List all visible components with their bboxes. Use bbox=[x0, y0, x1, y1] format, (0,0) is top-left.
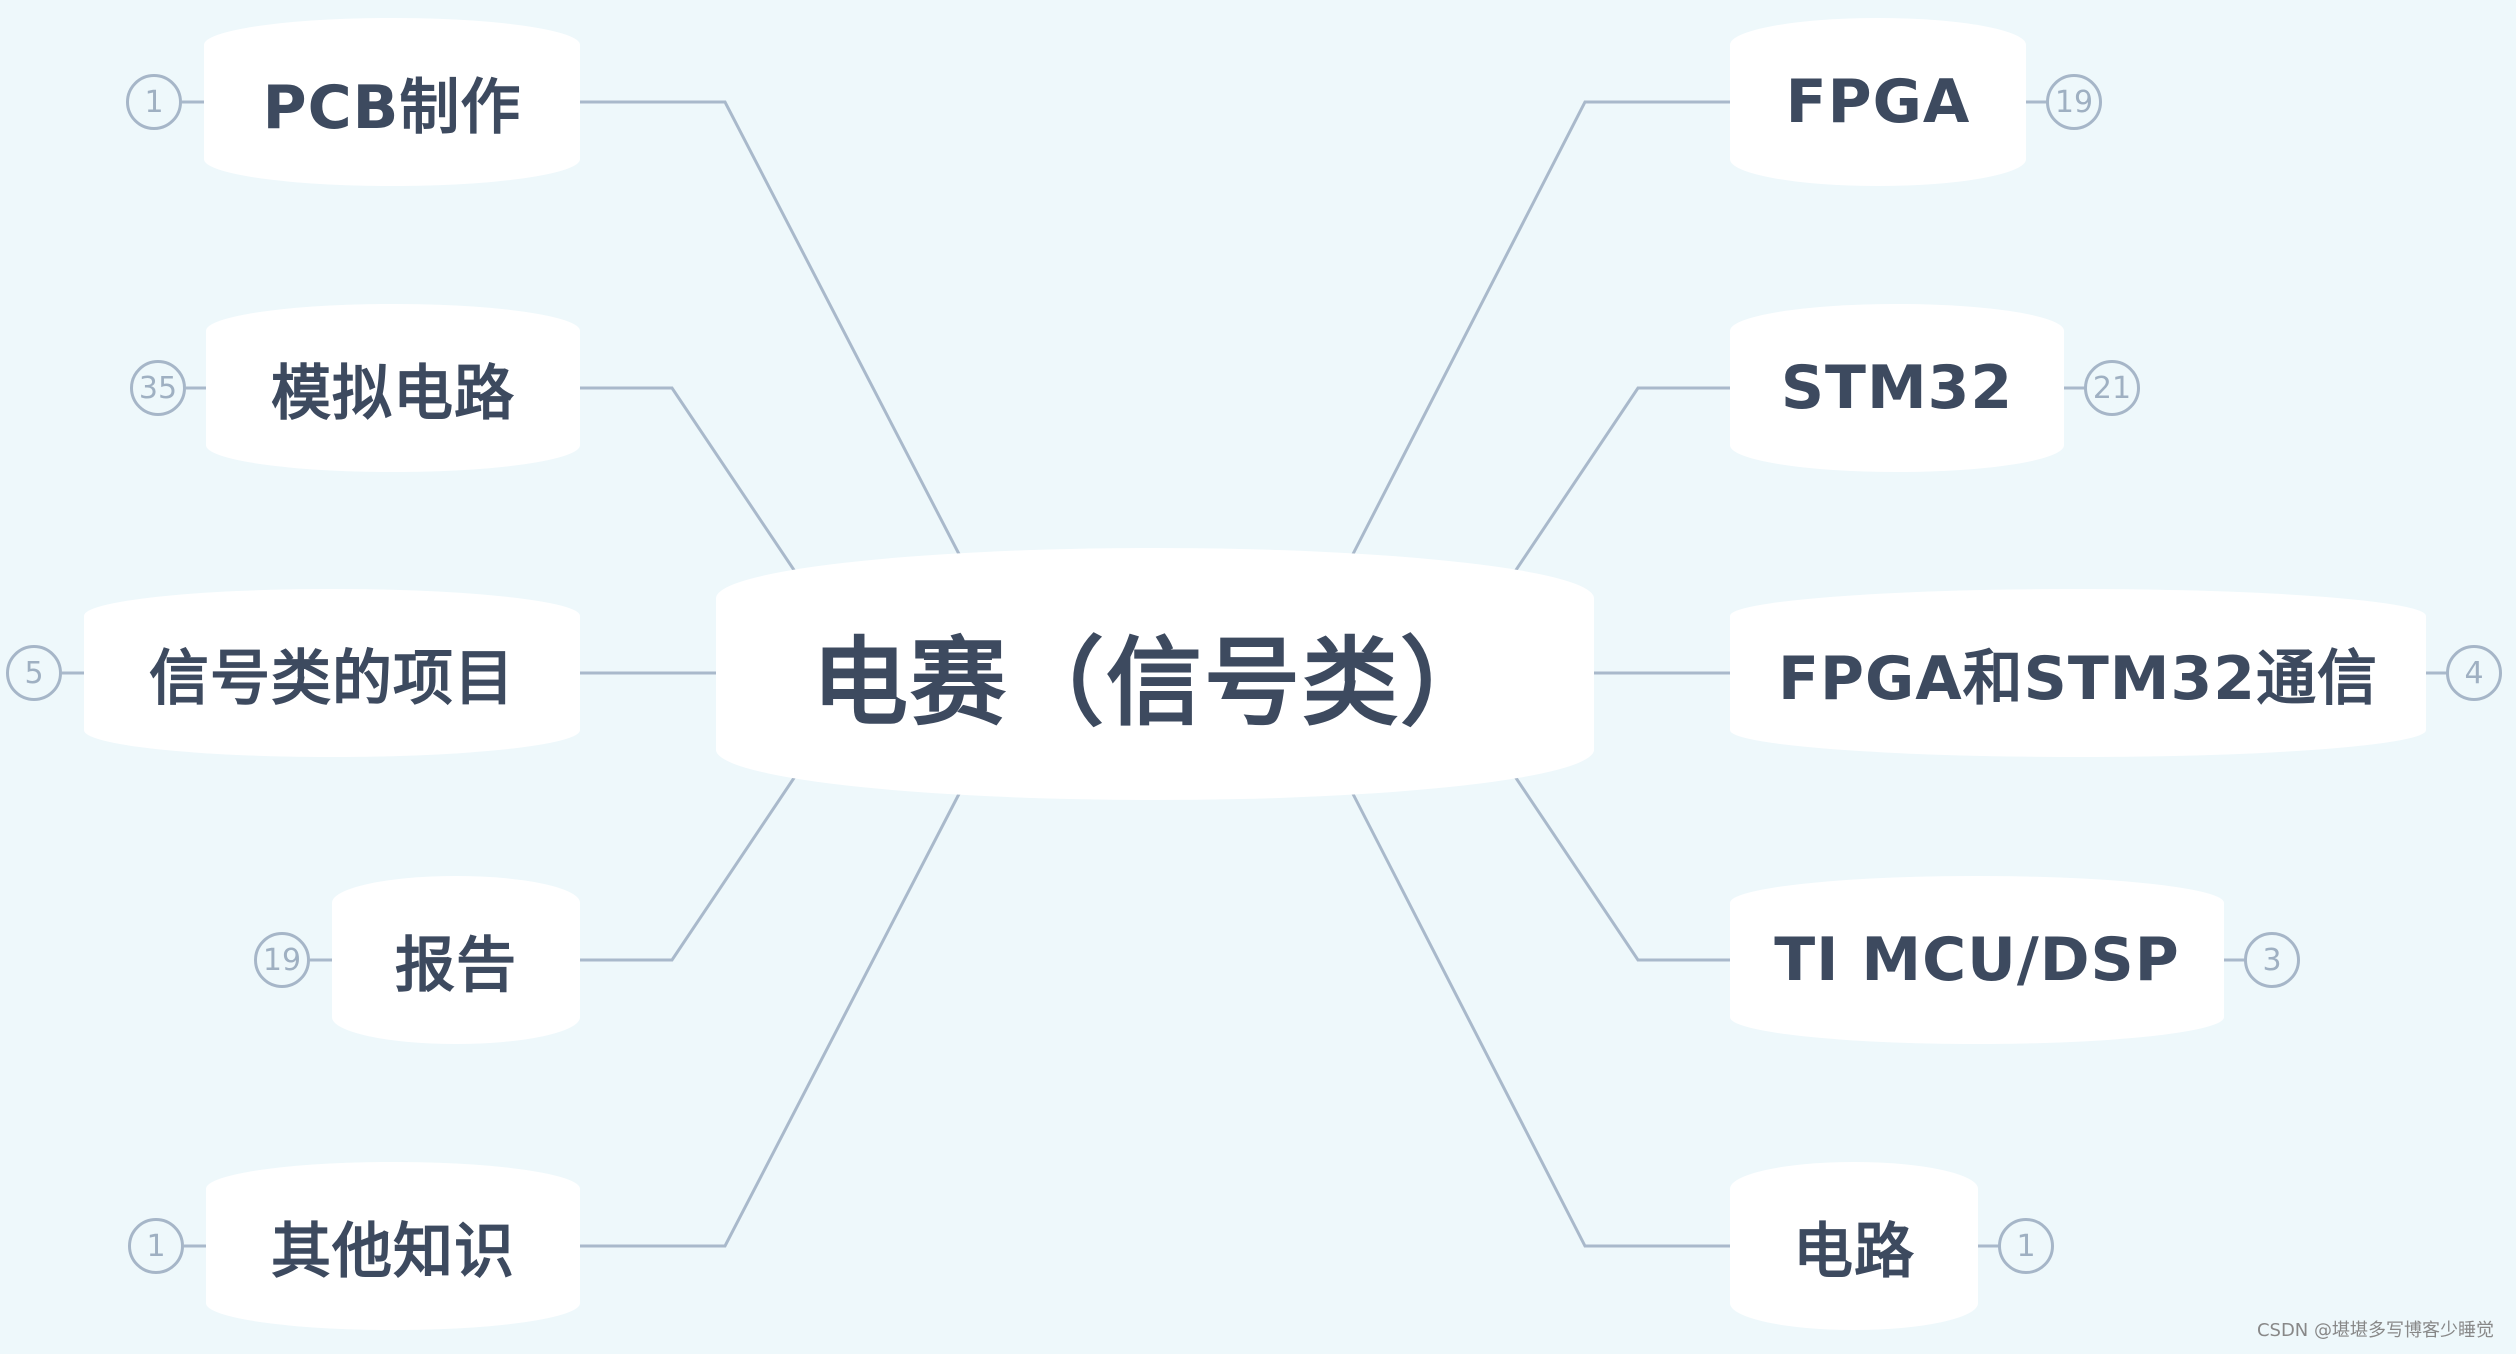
connector-left-5 bbox=[580, 791, 962, 1248]
central-topic[interactable]: 电赛（信号类） bbox=[716, 548, 1594, 800]
count-badge-circuit[interactable]: 1 bbox=[1998, 1218, 2054, 1274]
count-badge-analog-circuit[interactable]: 35 bbox=[130, 360, 186, 416]
topic-label: 报告 bbox=[395, 930, 517, 1001]
count-badge-signal-projects[interactable]: 5 bbox=[6, 645, 62, 701]
connector-right-1 bbox=[1350, 100, 1730, 557]
count-badge-pcb[interactable]: 1 bbox=[126, 74, 182, 130]
count-badge-stm32[interactable]: 21 bbox=[2084, 360, 2140, 416]
count-badge-fpga[interactable]: 19 bbox=[2046, 74, 2102, 130]
topic-analog-circuit[interactable]: 模拟电路 bbox=[206, 304, 580, 472]
connector-right-2 bbox=[1510, 386, 1730, 577]
connector-right-4 bbox=[1510, 771, 1730, 962]
topic-label: STM32 bbox=[1780, 353, 2014, 423]
topic-report[interactable]: 报告 bbox=[332, 876, 580, 1044]
connector-left-4 bbox=[580, 771, 800, 962]
connector-left-2 bbox=[580, 386, 800, 577]
topic-label: PCB制作 bbox=[262, 72, 522, 143]
topic-circuit[interactable]: 电路 bbox=[1730, 1162, 1978, 1330]
topic-label: 信号类的项目 bbox=[149, 643, 515, 714]
topic-ti-mcu-dsp[interactable]: TI MCU/DSP bbox=[1730, 876, 2224, 1044]
topic-label: TI MCU/DSP bbox=[1774, 925, 2180, 995]
topic-label: 模拟电路 bbox=[271, 358, 515, 429]
topic-label: 电路 bbox=[1793, 1216, 1915, 1287]
count-badge-report[interactable]: 19 bbox=[254, 932, 310, 988]
topic-stm32[interactable]: STM32 bbox=[1730, 304, 2064, 472]
topic-label: FPGA bbox=[1785, 67, 1971, 137]
topic-fpga[interactable]: FPGA bbox=[1730, 18, 2026, 186]
connector-left-1 bbox=[580, 100, 962, 557]
topic-signal-projects[interactable]: 信号类的项目 bbox=[84, 589, 580, 757]
topic-pcb[interactable]: PCB制作 bbox=[204, 18, 580, 186]
central-topic-label: 电赛（信号类） bbox=[812, 626, 1498, 739]
connector-right-5 bbox=[1350, 791, 1730, 1248]
count-badge-fpga-stm32-comm[interactable]: 4 bbox=[2446, 645, 2502, 701]
count-badge-other-knowledge[interactable]: 1 bbox=[128, 1218, 184, 1274]
topic-fpga-stm32-comm[interactable]: FPGA和STM32通信 bbox=[1730, 589, 2426, 757]
topic-label: FPGA和STM32通信 bbox=[1778, 643, 2378, 714]
topic-label: 其他知识 bbox=[271, 1216, 515, 1287]
count-badge-ti-mcu-dsp[interactable]: 3 bbox=[2244, 932, 2300, 988]
topic-other-knowledge[interactable]: 其他知识 bbox=[206, 1162, 580, 1330]
watermark: CSDN @堪堪多写博客少睡觉 bbox=[2256, 1320, 2494, 1341]
